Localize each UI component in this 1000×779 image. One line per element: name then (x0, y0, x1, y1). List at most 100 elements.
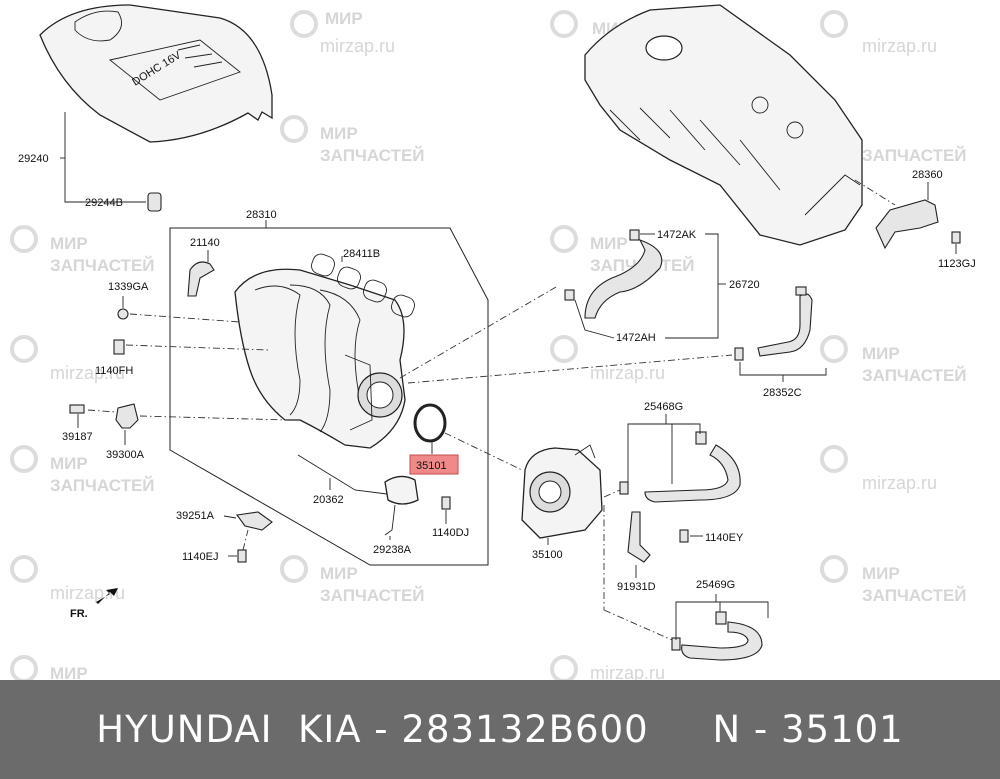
cylinder-head-part (584, 4, 863, 246)
actuator-29238A-part (384, 475, 419, 536)
dash-1140FH (125, 344, 269, 351)
sensor-39300A-part (115, 403, 139, 429)
bolt-39187-part (69, 404, 85, 414)
label-35100: 35100 (532, 549, 563, 561)
dash-91931D (603, 489, 621, 498)
label-39187: 39187 (62, 431, 93, 443)
pipe-28360-part (875, 199, 939, 250)
assembly-frame (169, 227, 489, 566)
dash-39300A (139, 415, 289, 421)
watermark-ru-2: ЗАПЧАСТЕЙ (320, 586, 425, 605)
breather-hose-26720-part (584, 239, 663, 319)
watermark-tile: МИР (10, 655, 88, 680)
hose-25468G-part (644, 444, 741, 503)
nut-1339GA-part (117, 308, 129, 320)
label-35101: 35101 (416, 460, 447, 472)
bolt-1140FH-part (113, 339, 125, 355)
part-number-caption: HYUNDAI KIA - 283132B600 N - 35101 (96, 708, 904, 751)
watermark-ru-1: МИР (325, 9, 363, 28)
intake-manifold-part (234, 268, 406, 449)
label-29238A: 29238A (373, 544, 412, 556)
clamp-25468G-left-part (619, 481, 629, 495)
label-1140DJ: 1140DJ (432, 527, 469, 539)
watermark-ru-2: ЗАПЧАСТЕЙ (50, 476, 155, 495)
leader-29240 (64, 112, 146, 203)
bracket-28352C (739, 362, 827, 376)
watermark-ru-1: МИР (50, 454, 88, 473)
bracket-26720 (665, 233, 719, 339)
hose-21140-part (187, 261, 215, 297)
dash-28352C (407, 354, 733, 384)
label-21140: 21140 (190, 237, 220, 249)
watermark-tile: МИР mirzap.ru (290, 9, 395, 56)
watermark-tile: mirzap.ru (820, 10, 937, 56)
leader-1472AH (574, 299, 615, 339)
throttle-gasket-35101-part (413, 403, 447, 443)
label-1123GJ: 1123GJ (938, 258, 976, 270)
watermark-tile: mirzap.ru (10, 555, 125, 603)
bracket-91931D-part (627, 511, 651, 563)
watermark-tile: МИР ЗАПЧАСТЕЙ (10, 445, 155, 495)
dash-28360 (854, 179, 896, 206)
bolt-1140EY-part (679, 529, 689, 543)
label-25468G: 25468G (644, 401, 683, 413)
dash-1339GA (129, 313, 241, 323)
clamp-1472AH-part (564, 289, 575, 301)
clamp-28352C-top-part (795, 286, 807, 296)
label-28411B: 28411B (343, 248, 380, 260)
clamp-28352C-part (734, 347, 744, 361)
watermark-site: mirzap.ru (590, 663, 665, 680)
label-39300A: 39300A (106, 449, 145, 461)
watermark-tile: mirzap.ru (550, 655, 665, 680)
watermark-tile: МИР ЗАПЧАСТЕЙ (10, 225, 155, 275)
grommet-part (147, 192, 162, 212)
bolt-1140EJ-part (237, 549, 247, 563)
label-25469G: 25469G (696, 579, 735, 591)
watermark-ru-1: МИР (50, 234, 88, 253)
hose-28352C-part (757, 293, 813, 357)
dash-39187 (87, 409, 117, 413)
watermark-ru-2: ЗАПЧАСТЕЙ (862, 146, 967, 165)
label-1140EJ: 1140EJ (182, 551, 219, 563)
exploded-parts-diagram: МИР mirzap.ru МИР mirzap.ru МИР ЗАПЧАСТЕ… (10, 4, 976, 680)
watermark-ru-1: МИР (590, 234, 628, 253)
clamp-25469G-part (715, 611, 727, 625)
highlight-box-35101 (409, 454, 459, 475)
watermark-site: mirzap.ru (320, 36, 395, 56)
throttle-body-35100-part (521, 444, 603, 539)
dash-25469G (603, 609, 673, 641)
label-29244B: 29244B (85, 197, 123, 209)
watermark-ru-2: ЗАПЧАСТЕЙ (320, 146, 425, 165)
bolt-1140DJ-part (441, 496, 451, 510)
bracket-25469G (675, 601, 769, 640)
bracket-39251A-part (236, 511, 273, 531)
watermark-ru-2: ЗАПЧАСТЕЙ (50, 256, 155, 275)
watermark-site: mirzap.ru (50, 583, 125, 603)
footer-bar: HYUNDAI KIA - 283132B600 N - 35101 (0, 680, 1000, 779)
dash-1140EJ (242, 529, 249, 551)
leader-39251A (223, 515, 237, 519)
watermark-tile: МИР ЗАПЧАСТЕЙ (820, 335, 967, 385)
label-28360: 28360 (912, 169, 943, 181)
manifold-gasket-part (311, 253, 415, 318)
watermark-ru-1: МИР (50, 664, 88, 680)
watermark-site: mirzap.ru (862, 36, 937, 56)
label-1140EY: 1140EY (705, 532, 744, 544)
label-1472AK: 1472AK (657, 229, 697, 241)
label-20362: 20362 (313, 494, 344, 506)
watermark-tile: МИР ЗАПЧАСТЕЙ (280, 555, 425, 605)
label-29240: 29240 (18, 153, 49, 165)
label-1339GA: 1339GA (108, 281, 149, 293)
label-39251A: 39251A (176, 510, 215, 522)
hose-25469G-part (681, 621, 763, 661)
watermark-tile: mirzap.ru (820, 445, 937, 493)
label-front: FR. (70, 608, 88, 620)
watermark-site: mirzap.ru (50, 363, 125, 383)
label-26720: 26720 (729, 279, 760, 291)
label-28310: 28310 (246, 209, 277, 221)
watermark-ru-1: МИР (320, 124, 358, 143)
label-28352C: 28352C (763, 387, 802, 399)
engine-cover-part: DOHC 16V (39, 4, 273, 143)
watermark-site: mirzap.ru (590, 363, 665, 383)
